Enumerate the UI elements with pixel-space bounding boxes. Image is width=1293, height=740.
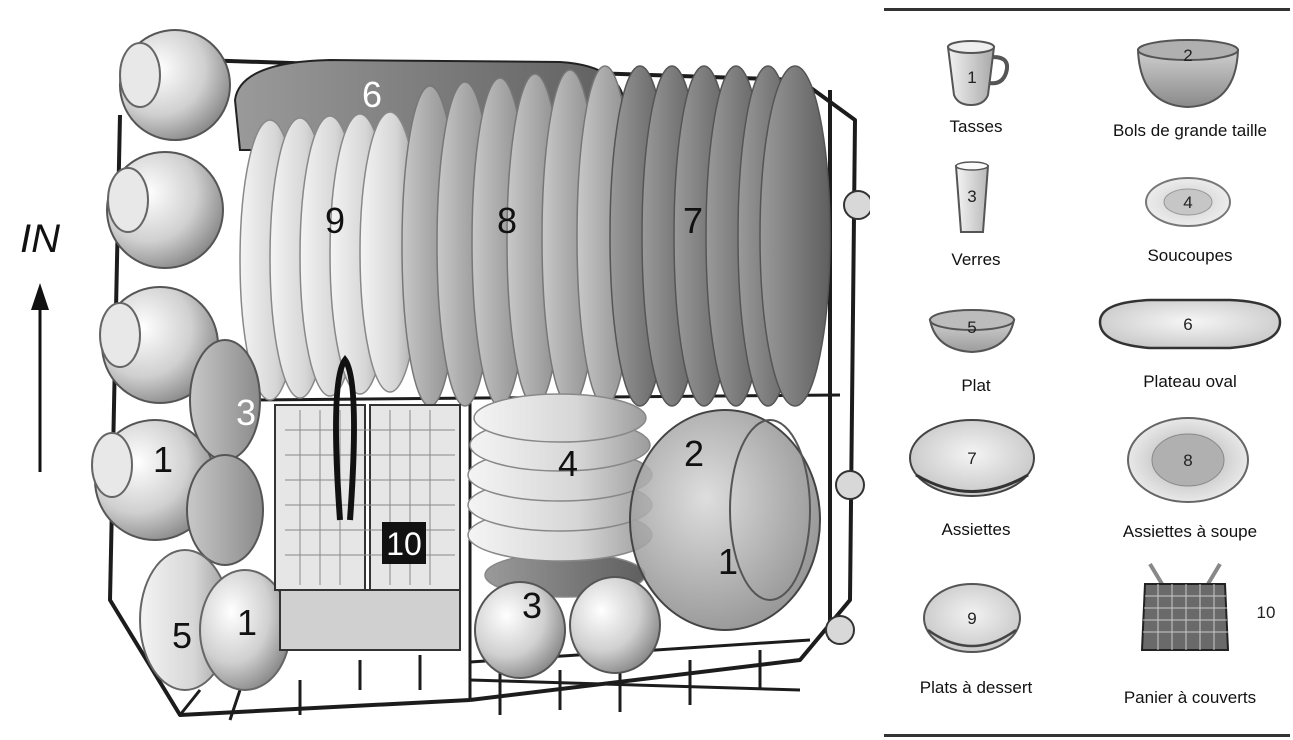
legend-number: 4	[1183, 193, 1192, 212]
legend-label: Panier à couverts	[1123, 688, 1257, 707]
cup-icon: 1	[946, 40, 1010, 107]
legend-label: Bols de grande taille	[1112, 121, 1268, 140]
insertion-direction: IN	[20, 217, 60, 472]
legend-number: 5	[967, 318, 976, 337]
legend-item-glasses: 3 Verres	[876, 160, 1076, 280]
glass-icon: 3	[954, 161, 990, 233]
rack-number-cup-bottom: 1	[237, 602, 257, 643]
legend-item-cups: 1 Tasses	[876, 35, 1076, 155]
saucers-group	[467, 393, 653, 598]
rack-number-dish: 5	[172, 615, 192, 656]
legend-item-dish: 5 Plat	[876, 300, 1076, 420]
legend-number: 6	[1183, 315, 1192, 334]
dessert-plates-group	[239, 111, 421, 401]
legend-label: Plats à dessert	[919, 678, 1033, 697]
legend-number: 1	[967, 68, 976, 87]
legend-item-soup-plates: 8 Assiettes à soupe	[1090, 417, 1290, 541]
legend-number: 10	[1257, 603, 1276, 622]
dish-icon: 5	[928, 309, 1016, 354]
soup-plate-icon: 8	[1127, 417, 1249, 503]
rack-number-plates: 7	[683, 200, 703, 241]
dishwasher-rack-diagram: IN	[20, 29, 870, 721]
legend-bottom-rule	[884, 734, 1290, 737]
plate-icon: 7	[909, 419, 1035, 497]
legend-label: Plateau oval	[1143, 372, 1237, 391]
oval-platter-icon: 6	[1098, 298, 1282, 350]
legend-item-cutlery-basket: 10 Panier à couverts	[1090, 560, 1290, 707]
glasses-group	[474, 576, 661, 679]
legend-top-rule	[884, 8, 1290, 11]
cups-group	[91, 29, 264, 566]
legend-number: 9	[967, 609, 976, 628]
rack-number-cup-left: 1	[153, 439, 173, 480]
legend-item-large-bowls: 2 Bols de grande taille	[1090, 35, 1290, 155]
legend-item-saucers: 4 Soucoupes	[1090, 160, 1290, 280]
legend-label: Verres	[951, 250, 1001, 269]
cutlery-basket-shape	[274, 354, 461, 651]
legend-label: Soucoupes	[1147, 246, 1233, 265]
direction-label: IN	[20, 217, 60, 261]
plates-group	[609, 65, 831, 407]
rack-number-cutlery-basket: 10	[386, 526, 422, 562]
legend-number: 2	[1183, 46, 1192, 65]
legend-label: Assiettes	[941, 520, 1011, 539]
rack-number-cup-in-bowl: 1	[718, 541, 738, 582]
legend-item-oval-platter: 6 Plateau oval	[1090, 298, 1290, 420]
arrow-head-icon	[31, 283, 49, 310]
rack-number-soup-plates: 8	[497, 200, 517, 241]
soup-plates-group	[401, 65, 634, 407]
legend-label: Assiettes à soupe	[1122, 522, 1258, 541]
rack-number-glass-left: 3	[236, 392, 256, 433]
rack-clips	[825, 190, 870, 645]
saucer-icon: 4	[1145, 177, 1231, 227]
rack-number-bowl: 2	[684, 433, 704, 474]
rack-number-dessert-plates: 9	[325, 200, 345, 241]
legend-label: Tasses	[949, 117, 1003, 136]
rack-number-glass-bottom: 3	[522, 585, 542, 626]
legend-number: 7	[967, 449, 976, 468]
legend-label: Plat	[961, 376, 991, 395]
rack-number-saucers: 4	[558, 443, 578, 484]
dessert-plate-icon: 9	[923, 583, 1021, 653]
rack-number-platter: 6	[362, 74, 382, 115]
legend-item-dessert-plates: 9 Plats à dessert	[876, 580, 1076, 700]
legend-number: 8	[1183, 451, 1192, 470]
large-bowl-icon: 2	[1136, 39, 1240, 109]
legend-number: 3	[967, 187, 976, 206]
legend-item-plates: 7 Assiettes	[876, 419, 1076, 540]
cutlery-basket-icon: 10	[1140, 562, 1276, 651]
large-bowl-shape	[629, 409, 821, 631]
